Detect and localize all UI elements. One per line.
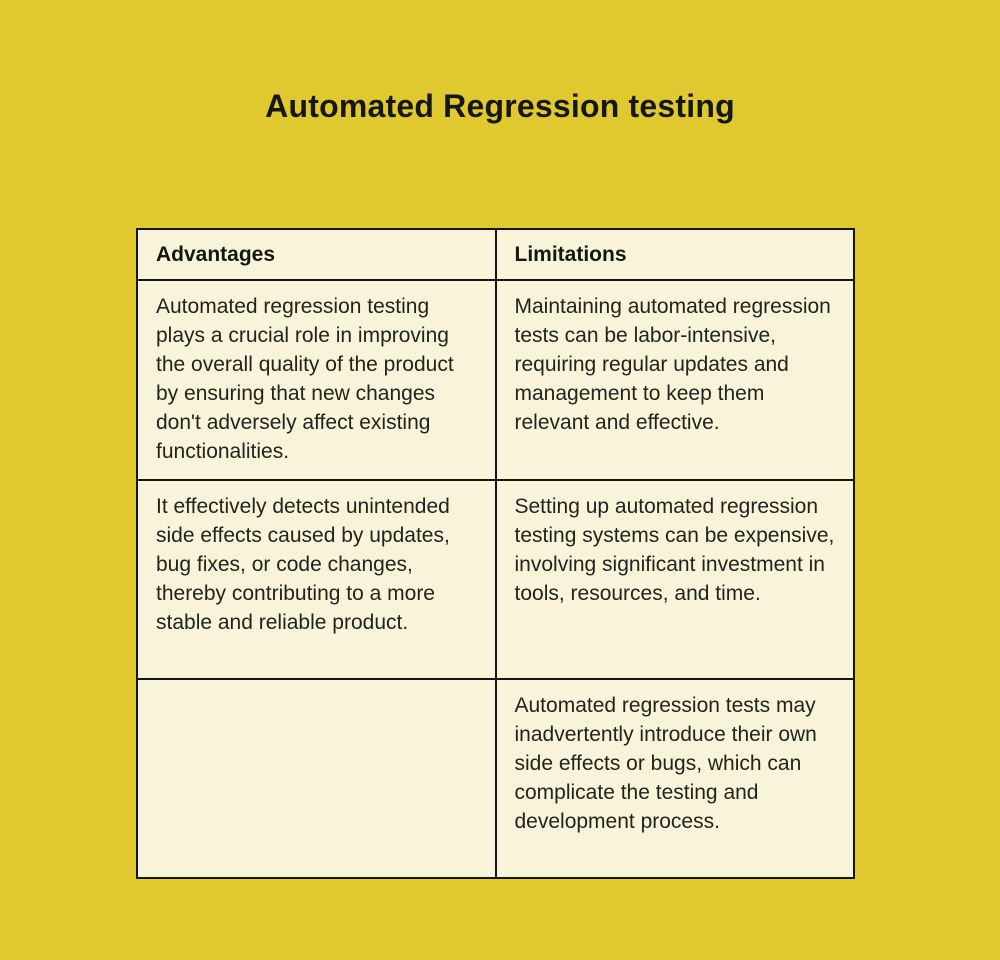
table-row: Automated regression testing plays a cru… — [136, 279, 855, 481]
header-row: Advantages Limitations — [136, 228, 855, 281]
table-header: Advantages Limitations — [136, 228, 855, 281]
comparison-table: Advantages Limitations Automated regress… — [136, 228, 855, 879]
table-row: Automated regression tests may inadverte… — [136, 678, 855, 879]
limitation-cell-2: Setting up automated regression testing … — [494, 479, 855, 680]
advantage-cell-3-empty — [136, 678, 497, 879]
limitation-cell-1: Maintaining automated regression tests c… — [494, 279, 855, 481]
comparison-table-container: Advantages Limitations Automated regress… — [136, 228, 855, 879]
page-title: Automated Regression testing — [265, 88, 735, 124]
table-row: It effectively detects unintended side e… — [136, 479, 855, 680]
table-body: Automated regression testing plays a cru… — [136, 279, 855, 879]
advantage-cell-2: It effectively detects unintended side e… — [136, 479, 497, 680]
column-header-advantages: Advantages — [136, 228, 497, 281]
advantage-cell-1: Automated regression testing plays a cru… — [136, 279, 497, 481]
limitation-cell-3: Automated regression tests may inadverte… — [494, 678, 855, 879]
column-header-limitations: Limitations — [494, 228, 855, 281]
